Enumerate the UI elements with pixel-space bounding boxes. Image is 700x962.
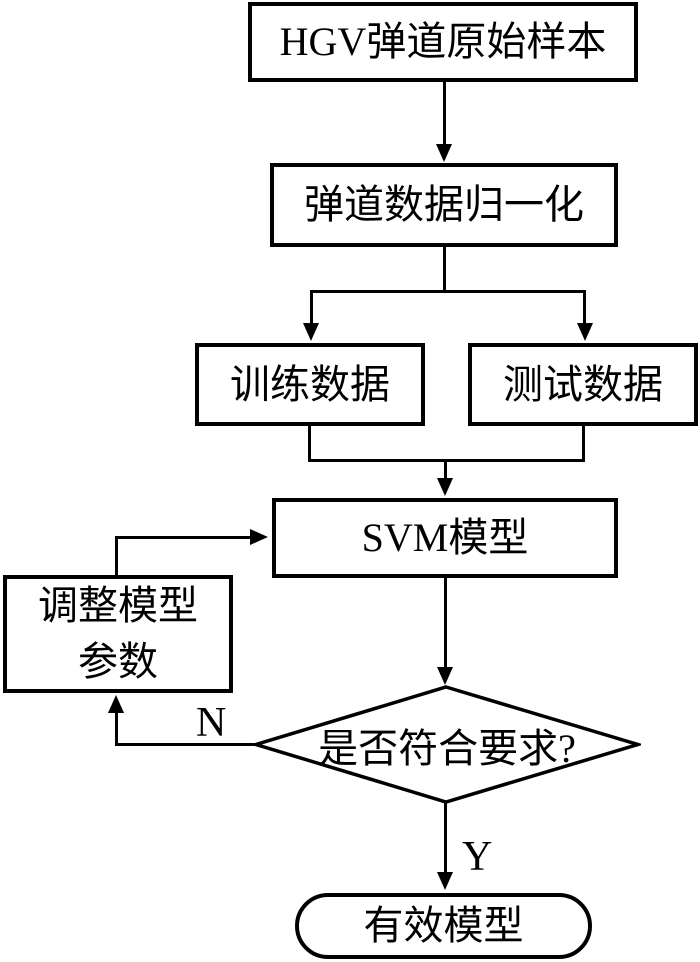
edge-normalize-split-stem-line bbox=[443, 247, 446, 293]
edge-start-normalize-line bbox=[443, 82, 446, 145]
node-decision: 是否符合要求? bbox=[253, 685, 641, 804]
edge-merge-svm-arrowhead-icon bbox=[437, 478, 453, 496]
node-test-data-label: 测试数据 bbox=[503, 361, 663, 407]
node-adjust-params-line1: 调整模型 bbox=[38, 583, 198, 628]
node-adjust-params-label: 调整模型 参数 bbox=[38, 578, 198, 690]
node-svm-model: SVM模型 bbox=[272, 498, 618, 578]
edge-adjust-svm-vertical-line bbox=[115, 536, 118, 575]
edge-start-normalize-arrowhead-icon bbox=[436, 144, 452, 162]
edge-svm-decision-arrowhead-icon bbox=[437, 667, 453, 685]
edge-merge-svm-line bbox=[444, 459, 447, 479]
node-test-data: 测试数据 bbox=[468, 343, 698, 426]
edge-svm-decision-line bbox=[444, 578, 447, 668]
node-decision-label: 是否符合要求? bbox=[318, 725, 576, 771]
node-valid-model: 有效模型 bbox=[295, 893, 592, 959]
edge-label-yes: Y bbox=[462, 834, 493, 880]
edge-split-test-arrowhead-icon bbox=[577, 323, 593, 341]
node-adjust-params-line2: 参数 bbox=[78, 639, 158, 684]
edge-test-merge-line bbox=[582, 426, 585, 462]
edge-decision-valid-line bbox=[444, 802, 447, 873]
node-adjust-params: 调整模型 参数 bbox=[3, 575, 233, 693]
edge-decision-adjust-vertical-line bbox=[115, 712, 118, 746]
node-train-data-label: 训练数据 bbox=[230, 361, 390, 407]
edge-label-no: N bbox=[196, 700, 227, 746]
edge-train-merge-line bbox=[308, 426, 311, 462]
edge-decision-adjust-arrowhead-icon bbox=[108, 695, 124, 713]
node-valid-model-label: 有效模型 bbox=[363, 903, 524, 948]
edge-split-horizontal-line bbox=[310, 290, 586, 293]
edge-adjust-svm-horizontal-line bbox=[115, 536, 251, 539]
node-normalize-label: 弹道数据归一化 bbox=[304, 182, 584, 227]
edge-adjust-svm-arrowhead-icon bbox=[250, 529, 268, 545]
node-start-label: HGV弹道原始样本 bbox=[279, 19, 607, 64]
node-start: HGV弹道原始样本 bbox=[248, 2, 638, 82]
edge-decision-adjust-horizontal-line bbox=[115, 743, 255, 746]
edge-split-right-line bbox=[583, 290, 586, 324]
node-svm-model-label: SVM模型 bbox=[361, 515, 529, 560]
edge-split-train-arrowhead-icon bbox=[303, 323, 319, 341]
edge-decision-valid-arrowhead-icon bbox=[437, 872, 453, 890]
node-normalize: 弹道数据归一化 bbox=[270, 163, 618, 247]
edge-split-left-line bbox=[310, 290, 313, 324]
node-train-data: 训练数据 bbox=[195, 343, 425, 426]
